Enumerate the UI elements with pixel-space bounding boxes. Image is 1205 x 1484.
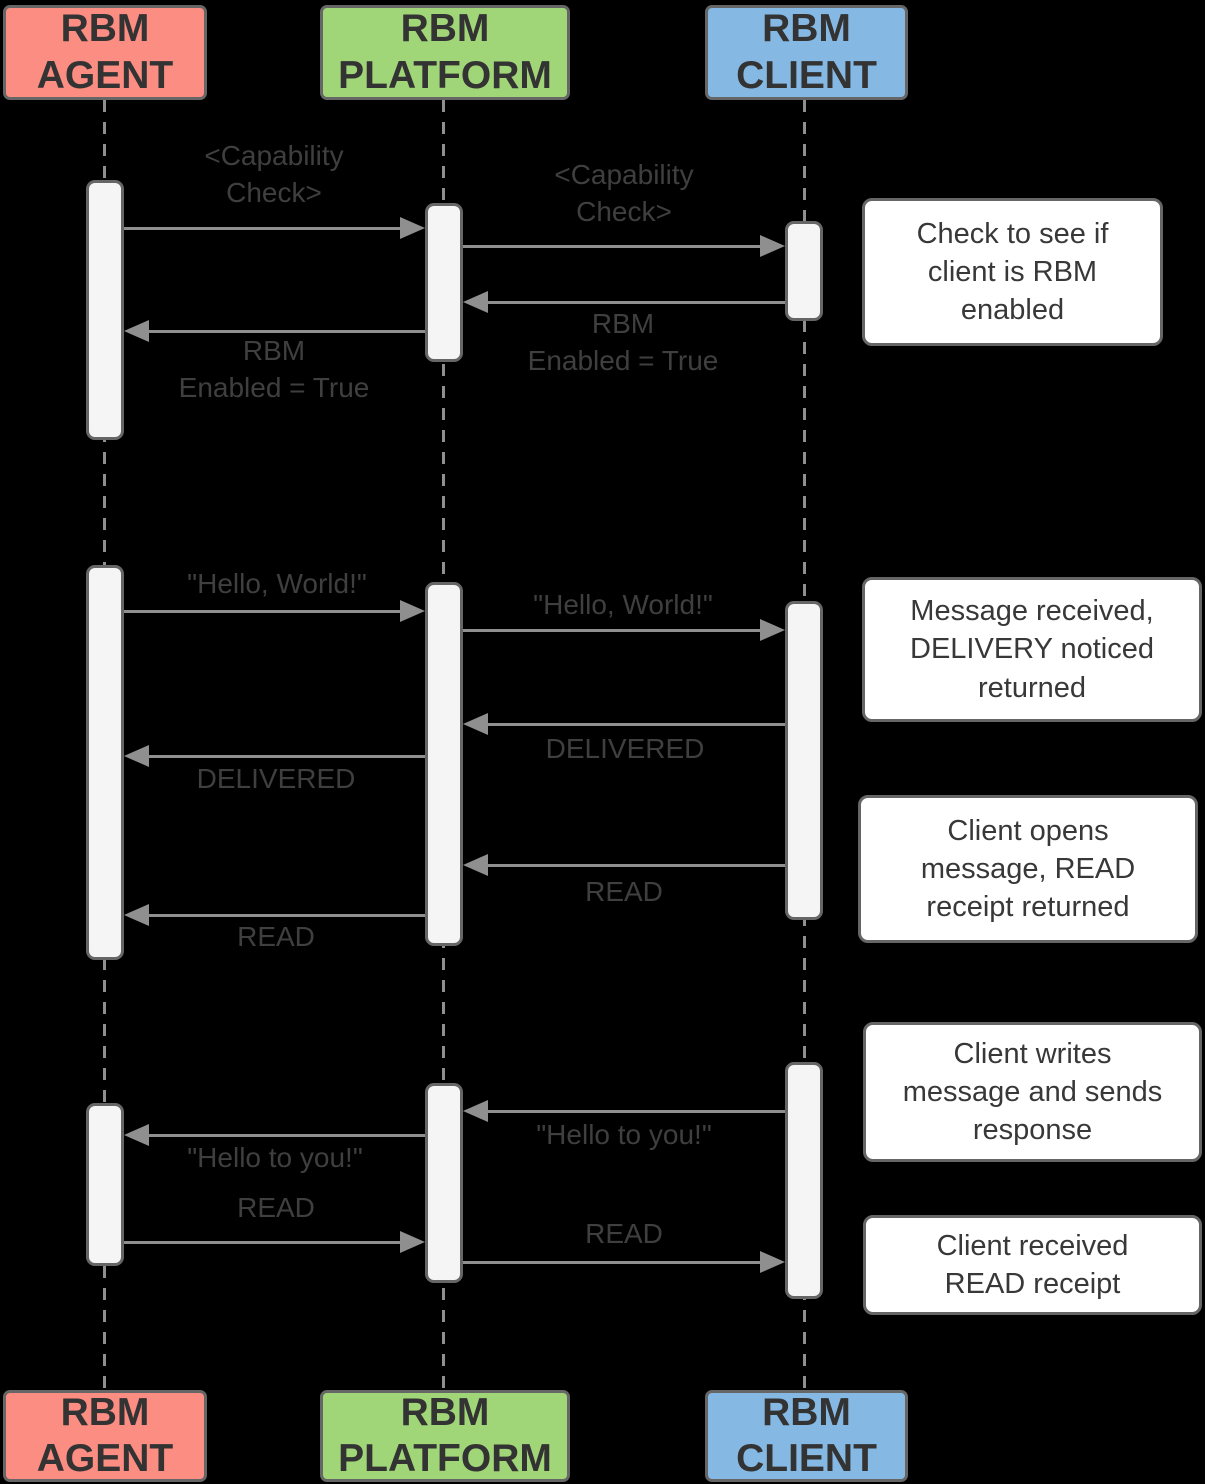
arrow-line: [147, 330, 425, 333]
activation-platform-2: [425, 582, 463, 946]
arrow-line: [486, 723, 785, 726]
arrow-hello-world-agent-to-platform: [124, 600, 425, 622]
arrow-line: [147, 1134, 425, 1137]
note-message-received: Message received, DELIVERY noticed retur…: [862, 577, 1202, 722]
actor-bottom-rbm-client: RBM CLIENT: [705, 1390, 908, 1482]
label-capability-check-2: <Capability Check>: [554, 159, 694, 227]
arrowhead-right-icon: [760, 235, 785, 257]
note-capability-check: Check to see if client is RBM enabled: [862, 198, 1163, 346]
arrow-line: [486, 864, 785, 867]
arrow-line: [124, 1241, 402, 1244]
actor-bottom-rbm-platform: RBM PLATFORM: [320, 1390, 570, 1482]
arrow-hello-world-platform-to-client: [463, 619, 785, 641]
arrow-line: [147, 914, 425, 917]
arrow-line: [124, 227, 402, 230]
arrowhead-left-icon: [124, 1124, 149, 1146]
label-read-2: READ: [237, 921, 315, 952]
actor-bottom-rbm-agent: RBM AGENT: [3, 1390, 207, 1482]
activation-platform-1: [425, 203, 463, 362]
arrow-read-agent-to-platform: [124, 1231, 425, 1253]
arrowhead-right-icon: [400, 600, 425, 622]
label-read-1: READ: [585, 876, 663, 907]
arrow-rbm-enabled-platform-to-agent: [124, 320, 425, 342]
arrow-line: [147, 755, 425, 758]
arrowhead-right-icon: [400, 217, 425, 239]
label-delivered-1: DELIVERED: [545, 733, 705, 764]
label-hello-world-2: "Hello, World!": [533, 589, 713, 620]
activation-client-2: [785, 601, 823, 920]
arrow-line: [463, 629, 762, 632]
arrowhead-left-icon: [124, 745, 149, 767]
arrowhead-left-icon: [463, 291, 488, 313]
arrow-hello-to-you-platform-to-agent: [124, 1124, 425, 1146]
activation-platform-3: [425, 1083, 463, 1283]
arrow-delivered-platform-to-agent: [124, 745, 425, 767]
label-hello-to-you-1: "Hello to you!": [536, 1119, 712, 1150]
arrowhead-right-icon: [400, 1231, 425, 1253]
arrow-capability-check-agent-to-platform: [124, 217, 425, 239]
label-rbm-enabled-2: RBM Enabled = True: [178, 335, 370, 403]
actor-top-rbm-agent: RBM AGENT: [3, 5, 207, 100]
arrow-read-platform-to-agent: [124, 904, 425, 926]
actor-top-rbm-client: RBM CLIENT: [705, 5, 908, 100]
arrow-line: [463, 245, 762, 248]
arrow-read-client-to-platform: [463, 854, 785, 876]
activation-client-3: [785, 1062, 823, 1299]
arrow-delivered-client-to-platform: [463, 713, 785, 735]
label-delivered-2: DELIVERED: [196, 763, 356, 794]
label-read-3: READ: [237, 1192, 315, 1223]
note-client-writes-response: Client writes message and sends response: [863, 1022, 1202, 1162]
label-read-4: READ: [585, 1218, 663, 1249]
activation-agent-2: [86, 565, 124, 960]
arrowhead-right-icon: [760, 619, 785, 641]
arrow-hello-to-you-client-to-platform: [463, 1100, 785, 1122]
arrow-line: [486, 301, 785, 304]
arrow-line: [486, 1110, 785, 1113]
label-hello-world-1: "Hello, World!": [187, 568, 367, 599]
arrowhead-left-icon: [463, 1100, 488, 1122]
activation-client-1: [785, 221, 823, 321]
arrowhead-left-icon: [463, 854, 488, 876]
activation-agent-3: [86, 1103, 124, 1266]
note-client-opens-message: Client opens message, READ receipt retur…: [858, 795, 1198, 943]
arrowhead-left-icon: [124, 320, 149, 342]
arrow-capability-check-platform-to-client: [463, 235, 785, 257]
arrow-line: [463, 1261, 762, 1264]
arrow-rbm-enabled-client-to-platform: [463, 291, 785, 313]
note-client-received-read: Client received READ receipt: [863, 1215, 1202, 1315]
arrowhead-left-icon: [124, 904, 149, 926]
activation-agent-1: [86, 180, 124, 440]
arrowhead-right-icon: [760, 1251, 785, 1273]
label-hello-to-you-2: "Hello to you!": [187, 1142, 363, 1173]
actor-top-rbm-platform: RBM PLATFORM: [320, 5, 570, 100]
arrow-line: [124, 610, 402, 613]
label-rbm-enabled-1: RBM Enabled = True: [527, 308, 719, 376]
arrowhead-left-icon: [463, 713, 488, 735]
arrow-read-platform-to-client: [463, 1251, 785, 1273]
label-capability-check-1: <Capability Check>: [204, 140, 344, 208]
